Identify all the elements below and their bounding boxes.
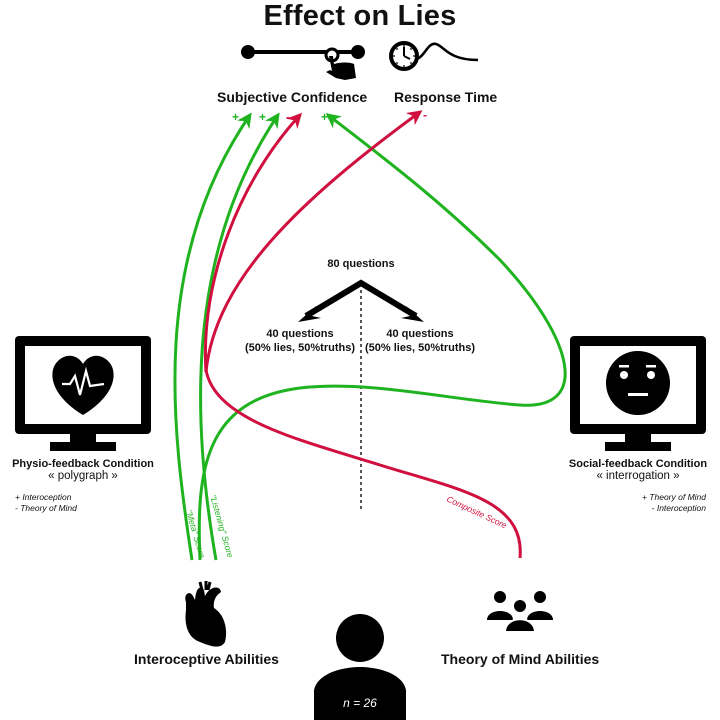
person-icon (314, 614, 406, 720)
social-note: - Interoception (651, 503, 706, 513)
physio-condition-subtitle: « polygraph » (48, 470, 118, 482)
participant-count: n = 26 (343, 696, 377, 710)
meta-effect-sign: + (232, 110, 240, 124)
listening-score-path (199, 112, 280, 561)
group-people-icon (487, 591, 553, 633)
anatomical-heart-icon (185, 581, 227, 647)
social-notes: + Theory of Mind - Interoception (642, 492, 706, 514)
tom-to-confidence-path (197, 113, 567, 561)
left-questions-count: 40 questions (266, 328, 334, 340)
social-condition: Social-feedback Condition « interrogatio… (558, 458, 718, 482)
tom-effect-sign: + (321, 110, 329, 124)
physio-note: - Theory of Mind (15, 503, 77, 513)
right-questions-split: (50% lies, 50%truths) (364, 342, 476, 354)
left-questions-block: 40 questions (50% lies, 50%truths) (240, 327, 360, 355)
total-questions: 80 questions (327, 258, 395, 270)
meta-score-path (173, 112, 252, 561)
diagram-title: Effect on Lies (263, 0, 457, 32)
physio-note: + Interoception (15, 492, 72, 502)
physio-condition-title: Physio-feedback Condition (12, 458, 154, 470)
composite-score-path (204, 369, 522, 559)
clock-wave-icon (389, 41, 479, 71)
listening-score-label: "Listening" Score (208, 494, 236, 559)
social-condition-title: Social-feedback Condition (568, 458, 708, 470)
left-questions-split: (50% lies, 50%truths) (244, 342, 356, 354)
social-condition-subtitle: « interrogation » (596, 470, 680, 482)
right-questions-count: 40 questions (386, 328, 454, 340)
composite-to-response-time-path (204, 110, 423, 373)
monitor-heart-icon (15, 336, 151, 451)
physio-notes: + Interoception - Theory of Mind (15, 492, 77, 514)
composite-score-label: Composite Score (445, 494, 509, 531)
composite-to-confidence-path (203, 112, 303, 373)
tom-abilities-label: Theory of Mind Abilities (441, 651, 600, 667)
physio-condition: Physio-feedback Condition « polygraph » (3, 458, 163, 482)
slider-hand-icon (241, 45, 365, 80)
listening-effect-sign: + (259, 110, 267, 124)
monitor-face-icon (570, 336, 706, 451)
social-note: + Theory of Mind (641, 492, 706, 502)
right-questions-block: 40 questions (50% lies, 50%truths) (360, 327, 480, 355)
subjective-confidence-label: Subjective Confidence (217, 89, 368, 105)
question-split-arrows (298, 279, 424, 322)
response-time-label: Response Time (394, 89, 498, 105)
composite-rt-effect-sign: - (423, 108, 427, 122)
interoceptive-abilities-label: Interoceptive Abilities (134, 651, 279, 667)
composite-confidence-effect-sign: - (286, 110, 290, 124)
